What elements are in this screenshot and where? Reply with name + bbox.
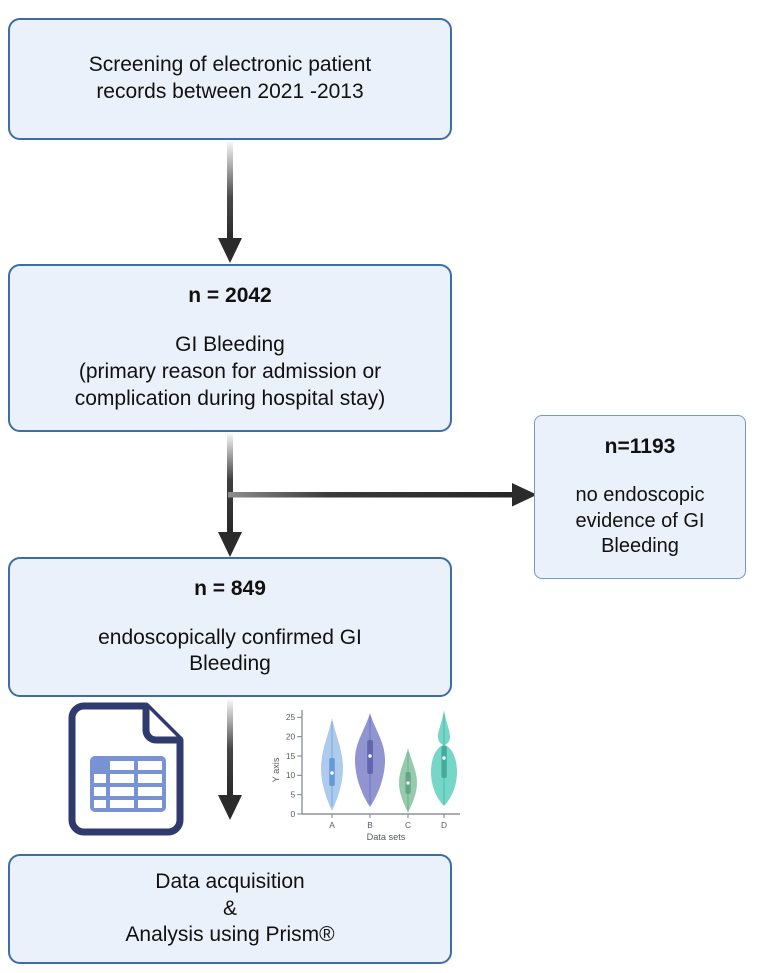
flow-node-confirmed-line-2: Bleeding (189, 652, 271, 676)
violin-ytick-5: 5 (291, 789, 296, 799)
flow-node-confirmed-count: n = 849 (194, 576, 266, 600)
violin-y-axis-title: Y axis (271, 757, 281, 782)
flow-node-gi-bleeding-line-3: complication during hospital stay) (74, 386, 386, 410)
flow-node-no-evidence[interactable]: n=1193 no endoscopic evidence of GI Blee… (534, 415, 746, 579)
flow-node-analysis-line-2: & (222, 896, 237, 920)
flow-node-no-evidence-count: n=1193 (604, 435, 676, 459)
flow-node-no-evidence-line-1: no endoscopic (575, 484, 705, 507)
arrow-down-icon-confirmed-to-analysis (218, 699, 242, 820)
violin-plot-icon: 0 5 10 15 20 25 Y axis A B C D Data sets (271, 710, 460, 842)
violin-x-axis-title: Data sets (367, 832, 406, 842)
violin-shape-c (399, 748, 417, 813)
violin-shape-d (431, 710, 457, 806)
flow-node-no-evidence-line-2: evidence of GI (575, 509, 705, 532)
violin-xtick-a: A (329, 820, 335, 830)
flow-node-analysis-line-3: Analysis using Prism® (125, 923, 335, 947)
violin-shape-a (321, 718, 343, 811)
violin-ytick-20: 20 (286, 731, 296, 741)
arrow-down-icon-gi-to-confirmed (218, 434, 242, 557)
violin-ytick-15: 15 (286, 751, 296, 761)
violin-shape-b (355, 713, 385, 807)
flow-node-confirmed-line-1: endoscopically confirmed GI (98, 625, 362, 649)
spreadsheet-document-icon (68, 702, 184, 836)
violin-ytick-25: 25 (286, 712, 296, 722)
violin-xtick-b: B (367, 820, 373, 830)
violin-ytick-0: 0 (291, 809, 296, 819)
arrow-down-icon-screening-to-gi (218, 142, 242, 263)
violin-xtick-d: D (441, 820, 447, 830)
flow-node-gi-bleeding[interactable]: n = 2042 GI Bleeding (primary reason for… (8, 264, 452, 432)
violin-ytick-10: 10 (286, 770, 296, 780)
violin-xtick-c: C (405, 820, 411, 830)
flow-node-screening[interactable]: Screening of electronic patient records … (8, 18, 452, 140)
flow-node-gi-bleeding-line-1: GI Bleeding (175, 333, 285, 357)
flow-node-screening-line-2: records between 2021 -2013 (96, 80, 364, 103)
arrow-right-icon-to-no-evidence (228, 483, 537, 507)
flow-node-confirmed[interactable]: n = 849 endoscopically confirmed GI Blee… (8, 557, 452, 697)
flow-node-analysis[interactable]: Data acquisition & Analysis using Prism® (8, 854, 452, 964)
flow-node-gi-bleeding-line-2: (primary reason for admission or (78, 360, 382, 383)
flow-node-analysis-line-1: Data acquisition (155, 869, 305, 893)
flow-node-no-evidence-line-3: Bleeding (601, 535, 679, 558)
flow-node-screening-line-1: Screening of electronic patient (88, 53, 372, 77)
flow-node-gi-bleeding-count: n = 2042 (188, 284, 272, 308)
